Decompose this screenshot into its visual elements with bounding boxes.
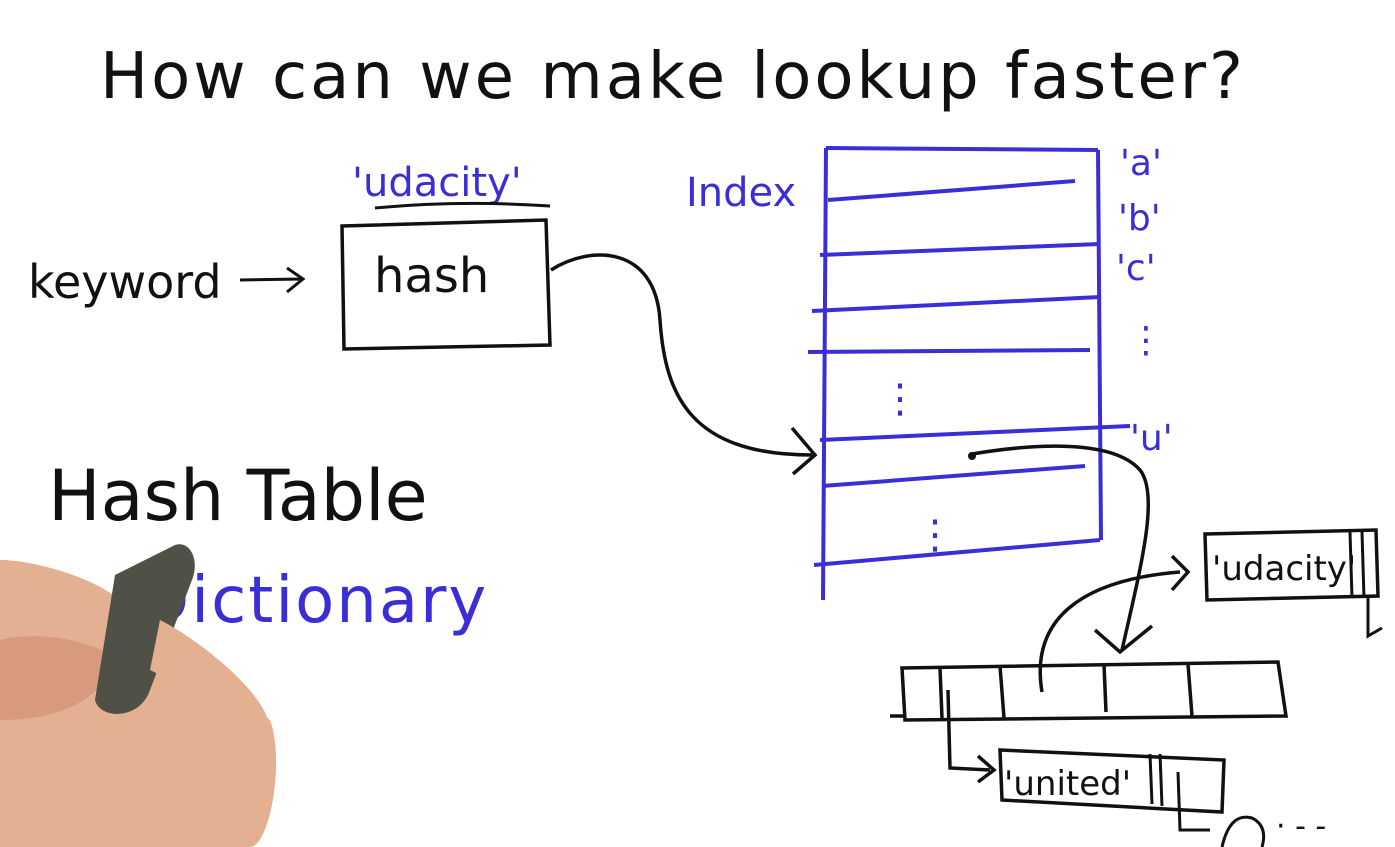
- index-row-line: [821, 464, 1086, 488]
- bucket-label-u: 'u': [1130, 418, 1173, 459]
- title: How can we make lookup faster?: [100, 40, 1246, 114]
- hash-to-bucket-arrow: [550, 253, 813, 457]
- keyword-arrow: [239, 266, 306, 294]
- united-entry-label: 'united': [1004, 764, 1131, 804]
- presenter-hand-image: [0, 544, 277, 847]
- united-entry-divider: [1148, 753, 1164, 807]
- bucket-label-c: 'c': [1116, 248, 1156, 289]
- bucket-to-list-arrowhead: [1093, 624, 1154, 655]
- index-row-line: [807, 348, 1091, 354]
- keyword-label: keyword: [28, 255, 222, 309]
- index-row-line: [819, 424, 1131, 442]
- bucket-label-a: 'a': [1120, 143, 1162, 184]
- next-node-hint: [1220, 815, 1266, 847]
- index-table-bottom: [813, 538, 1101, 567]
- term-hash-table: Hash Table: [48, 455, 428, 537]
- index-ellipsis-1: ⋮: [880, 376, 920, 422]
- array-to-united-arrow: [946, 689, 991, 772]
- udacity-entry-box: [1203, 528, 1380, 602]
- united-next-pointer: [1176, 771, 1210, 832]
- chain-trailing-dots: · - -: [1276, 809, 1326, 844]
- udacity-entry-divider: [1348, 531, 1366, 599]
- index-label: Index: [686, 170, 796, 216]
- term-dictionary: Dictionary: [140, 564, 488, 638]
- array-to-udacity-arrow: [1038, 570, 1181, 693]
- index-table-left: [821, 147, 828, 601]
- hash-to-bucket-arrowhead: [790, 426, 818, 476]
- udacity-next-pointer: [1366, 598, 1383, 639]
- example-key-underline: [374, 201, 551, 210]
- index-ellipsis-2: ⋮: [915, 512, 955, 558]
- array-to-united-arrowhead: [976, 754, 997, 784]
- array-to-udacity-arrowhead: [1170, 554, 1191, 592]
- hash-box: [340, 218, 552, 351]
- hash-box-label: hash: [374, 248, 489, 304]
- example-key-label: 'udacity': [352, 160, 522, 206]
- index-table: [807, 146, 1131, 601]
- index-table-right: [1096, 149, 1103, 541]
- udacity-entry-label: 'udacity': [1212, 549, 1356, 589]
- bucket-label-ellipsis: ⋮: [1128, 320, 1164, 361]
- index-row-line: [811, 295, 1101, 313]
- bucket-label-b: 'b': [1118, 198, 1161, 239]
- index-row-line: [819, 242, 1101, 257]
- marker-icon: [95, 544, 195, 714]
- bucket-array: [890, 660, 1289, 722]
- index-row-line: [827, 179, 1076, 202]
- index-table-top: [825, 146, 1099, 152]
